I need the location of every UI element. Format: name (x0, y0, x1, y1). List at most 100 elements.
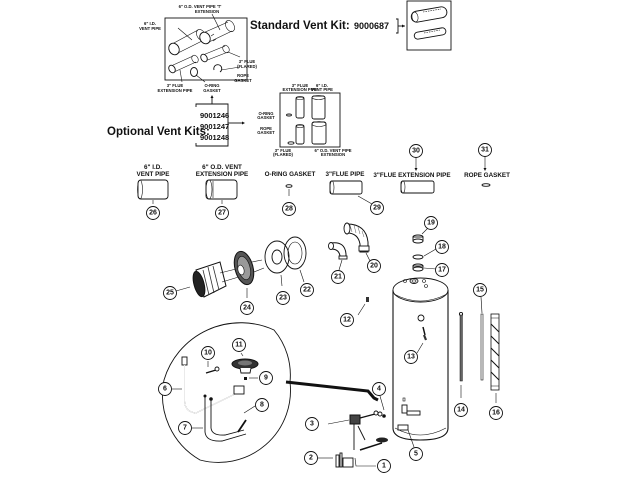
callout-26-circle[interactable] (146, 206, 160, 220)
part-12-plug[interactable] (366, 297, 369, 302)
callout-27-circle[interactable] (215, 206, 229, 220)
kit-flue-extension-drawing (168, 54, 199, 74)
callout-15-circle[interactable] (473, 283, 487, 297)
part-17-nipple[interactable] (412, 263, 424, 272)
part-18-ring[interactable] (412, 254, 424, 260)
callout-10-circle[interactable] (201, 346, 215, 360)
part-30-flue-extension-pipe[interactable] (400, 180, 435, 194)
part-11-burner[interactable] (231, 358, 259, 374)
kit-label-flue-flared-line1: 3" FLUE (239, 59, 256, 64)
callout-21: 21 (334, 274, 342, 281)
callout-11: 11 (235, 342, 243, 349)
opt-label-flue-flared-line2: (FLARED) (273, 152, 293, 157)
part-26-vent-pipe[interactable] (137, 179, 169, 200)
callout-11-circle[interactable] (232, 338, 246, 352)
part-8-thermocouple[interactable] (237, 419, 247, 433)
callout-7: 7 (183, 425, 187, 432)
optional-kit-number-1: 9001246 (200, 111, 229, 120)
standard-kit-bracket (396, 18, 399, 34)
callout-23-circle[interactable] (276, 291, 290, 305)
opt-label-oring-line2: GASKET (257, 115, 275, 120)
kit-label-rope-line1: ROPE (237, 73, 249, 78)
part-23-flange[interactable] (264, 240, 290, 274)
opt-label-od-vent-line2: EXTENSION (321, 152, 345, 157)
part-24-burner-disk[interactable] (231, 249, 265, 287)
callout-9-circle[interactable] (259, 371, 273, 385)
callout-16: 16 (492, 410, 500, 417)
part-21-elbow-small[interactable] (328, 242, 348, 260)
callout-21-circle[interactable] (331, 270, 345, 284)
callout-27: 27 (218, 210, 226, 217)
part-27-label-line1: 6" O.D. VENT (202, 164, 242, 171)
part-19-fitting[interactable] (412, 234, 424, 244)
part-29-flue-pipe[interactable] (329, 180, 363, 195)
callout-28: 28 (285, 206, 293, 213)
part-22-gasket-ring[interactable] (283, 236, 307, 270)
part-9-orifice[interactable] (244, 377, 247, 380)
opt-label-flue-flared-line1: 3" FLUE (275, 148, 292, 153)
callout-13-circle[interactable] (404, 350, 418, 364)
callout-15: 15 (476, 287, 484, 294)
callout-25: 25 (166, 290, 174, 297)
part-2-bracket[interactable] (335, 452, 354, 468)
kit-rope-gasket-drawing (213, 64, 223, 73)
callout-3-circle[interactable] (305, 417, 319, 431)
part-28-oring-gasket[interactable] (285, 184, 293, 188)
part-6-manifold-tube[interactable] (181, 356, 245, 414)
optional-kits-label: Optional Vent Kits: (107, 126, 210, 138)
callout-4-circle[interactable] (372, 382, 386, 396)
water-heater-tank[interactable] (392, 277, 449, 441)
callout-29: 29 (373, 205, 381, 212)
callout-20-circle[interactable] (367, 259, 381, 273)
callout-16-circle[interactable] (489, 406, 503, 420)
part-25-burner-cone[interactable] (191, 261, 243, 298)
kit-label-id-vent-line1: 6" I.D. (144, 21, 156, 26)
callout-4: 4 (377, 386, 381, 393)
part-16-flex-anode[interactable] (490, 313, 500, 391)
callout-17-circle[interactable] (435, 263, 449, 277)
callout-24: 24 (243, 305, 251, 312)
callout-28-circle[interactable] (282, 202, 296, 216)
callout-6-circle[interactable] (158, 382, 172, 396)
standard-kit-gasket-box (406, 0, 452, 51)
callout-24-circle[interactable] (240, 301, 254, 315)
callout-22-circle[interactable] (300, 283, 314, 297)
part-7-pilot-tube[interactable] (203, 394, 247, 442)
callout-12-circle[interactable] (340, 313, 354, 327)
callout-14: 14 (457, 407, 465, 414)
part-20-elbow-large[interactable] (343, 222, 370, 253)
callout-13: 13 (407, 354, 415, 361)
callout-30-circle[interactable] (409, 144, 423, 158)
part-13-valve[interactable] (422, 326, 428, 341)
part-14-anode-rod[interactable] (458, 311, 464, 382)
callout-1-circle[interactable] (377, 459, 391, 473)
part-10-igniter[interactable] (205, 366, 220, 374)
callout-19-circle[interactable] (424, 216, 438, 230)
kit-label-oring-line2: GASKET (203, 88, 221, 93)
kit-label-rope-line2: GASKET (234, 78, 252, 83)
callout-23: 23 (279, 295, 287, 302)
kit-flue-flared-drawing (200, 44, 230, 63)
callout-25-circle[interactable] (163, 286, 177, 300)
part-31-rope-gasket[interactable] (481, 183, 491, 187)
callout-29-circle[interactable] (370, 201, 384, 215)
callout-2-circle[interactable] (304, 451, 318, 465)
optional-kits-bracket (195, 103, 229, 147)
part-27-label-line2: EXTENSION PIPE (196, 171, 249, 178)
callout-8-circle[interactable] (255, 398, 269, 412)
part-27-vent-extension-pipe[interactable] (205, 179, 238, 200)
kit-label-od-vent-line2: EXTENSION (195, 9, 219, 14)
callout-31-circle[interactable] (478, 143, 492, 157)
part-26-label-line1: 6" I.D. (144, 164, 162, 171)
part-5-access-door[interactable] (397, 424, 409, 431)
part-4-fitting[interactable] (373, 410, 386, 418)
callout-5-circle[interactable] (409, 447, 423, 461)
kit-oring-drawing (190, 67, 198, 77)
callout-14-circle[interactable] (454, 403, 468, 417)
callout-18-circle[interactable] (435, 240, 449, 254)
part-3-gas-valve[interactable] (349, 413, 388, 451)
callout-7-circle[interactable] (178, 421, 192, 435)
part-15-dip-tube[interactable] (480, 313, 484, 381)
optional-kit-up-arrowhead (210, 95, 214, 98)
